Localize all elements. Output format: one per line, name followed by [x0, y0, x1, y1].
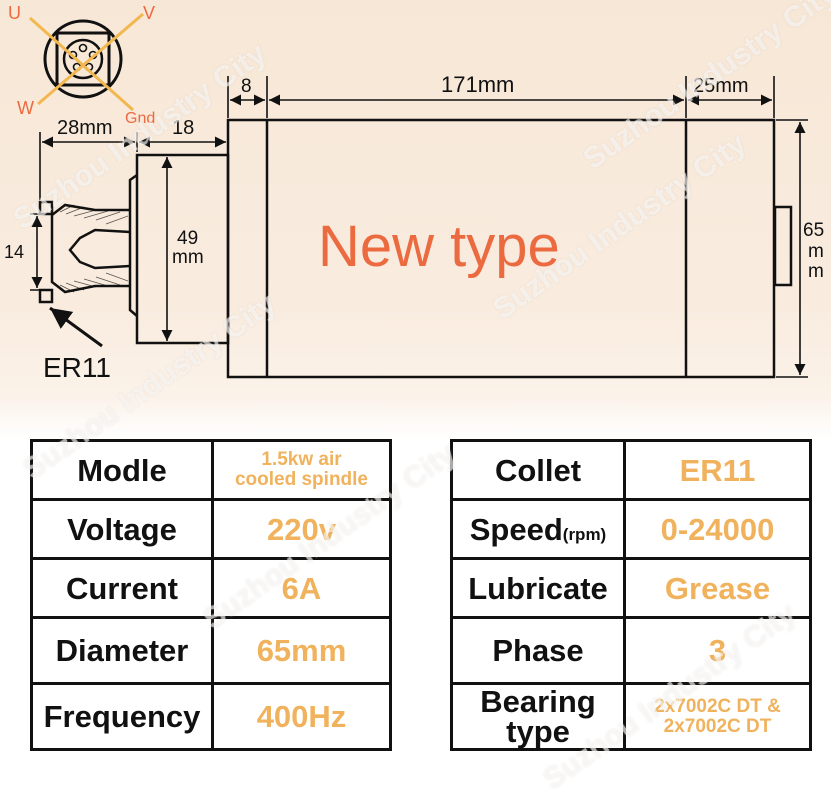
spec-label: Modle	[30, 439, 214, 501]
dim-neck-dia-unit: mm	[172, 247, 204, 268]
spindle-dimension-drawing: U V W Gnd	[4, 3, 824, 383]
diagram-background	[0, 0, 831, 440]
spec-label: Frequency	[30, 682, 214, 751]
spec-value: Grease	[623, 557, 812, 619]
spec-label: Diameter	[30, 616, 214, 685]
spec-value: 65mm	[211, 616, 392, 685]
table-row: Lubricate Grease	[450, 557, 812, 619]
dim-neck-length-label: 18	[172, 117, 194, 139]
table-row: Modle 1.5kw air cooled spindle	[30, 439, 392, 501]
dim-body-dia-label: 65	[803, 220, 824, 241]
spec-value: 2x7002C DT & 2x7002C DT	[623, 682, 812, 751]
spec-value: 0-24000	[623, 498, 812, 560]
dim-body-dia-unit-1: m	[808, 241, 824, 262]
wire-gnd-label: Gnd	[125, 110, 155, 127]
wire-v-label: V	[143, 3, 155, 23]
table-row: Speed(rpm) 0-24000	[450, 498, 812, 560]
dim-collet-dia-label: 14	[4, 242, 24, 262]
headline: New type	[318, 214, 560, 279]
dim-neck-dia-label: 49	[177, 228, 198, 249]
spec-value: 220v	[211, 498, 392, 560]
table-row: Collet ER11	[450, 439, 812, 501]
spindle-body-outline	[38, 118, 793, 379]
spec-value: 1.5kw air cooled spindle	[211, 439, 392, 501]
wire-w-label: W	[17, 98, 34, 118]
spec-label: Phase	[450, 616, 626, 685]
wire-u-label: U	[8, 3, 21, 23]
spec-label: Speed(rpm)	[450, 498, 626, 560]
table-row: Current 6A	[30, 557, 392, 619]
table-row: Bearing type 2x7002C DT & 2x7002C DT	[450, 682, 812, 751]
dim-body-length-label: 171mm	[441, 72, 514, 97]
table-row: Voltage 220v	[30, 498, 392, 560]
spec-value: 3	[623, 616, 812, 685]
table-row: Phase 3	[450, 616, 812, 685]
dim-front-length-label: 28mm	[57, 117, 113, 139]
dim-seg3-label: 25mm	[693, 75, 749, 97]
dim-seg1-label: 8	[241, 76, 252, 97]
spec-value: 400Hz	[211, 682, 392, 751]
spec-label: Current	[30, 557, 214, 619]
spec-value: 6A	[211, 557, 392, 619]
spec-label: Lubricate	[450, 557, 626, 619]
spec-label: Bearing type	[450, 682, 626, 751]
spec-table-right: Collet ER11 Speed(rpm) 0-24000 Lubricate…	[450, 439, 812, 751]
collet-label: ER11	[43, 352, 111, 383]
dim-body-dia-unit-2: m	[808, 261, 824, 282]
spec-label: Collet	[450, 439, 626, 501]
spec-value: ER11	[623, 439, 812, 501]
table-row: Diameter 65mm	[30, 616, 392, 685]
spec-label: Voltage	[30, 498, 214, 560]
wiring-connector-icon	[29, 12, 144, 112]
spec-table-left: Modle 1.5kw air cooled spindle Voltage 2…	[30, 439, 392, 751]
table-row: Frequency 400Hz	[30, 682, 392, 751]
